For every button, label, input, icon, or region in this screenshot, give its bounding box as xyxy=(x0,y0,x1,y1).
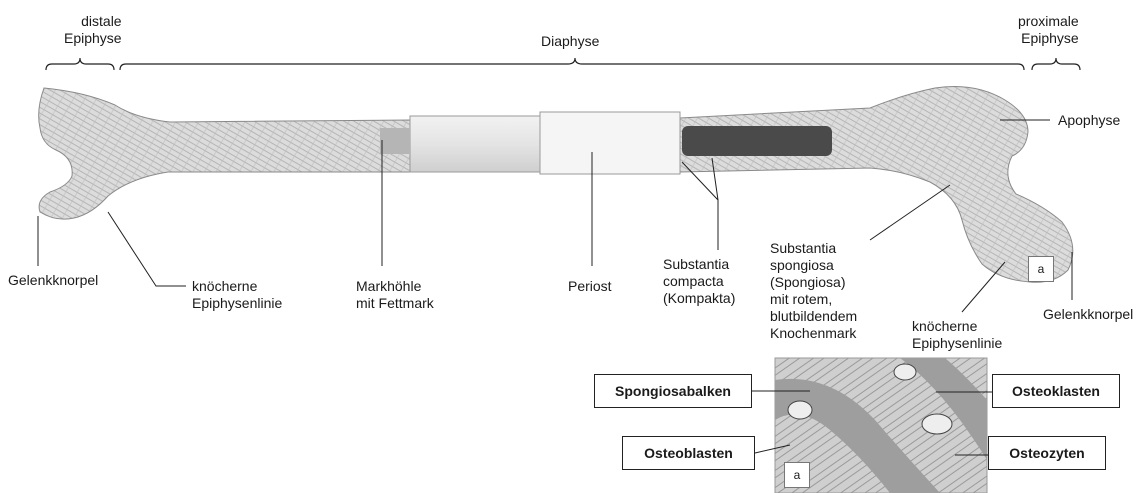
leader-epiphysenlinie-left xyxy=(108,212,186,286)
shaft-periost-a xyxy=(410,116,540,172)
inset-marker-a: a xyxy=(784,462,810,488)
leader-epiphysenlinie-right xyxy=(962,262,1005,312)
brace-distal xyxy=(46,58,114,70)
femur-outline xyxy=(39,88,410,219)
label-gelenkknorpel-right: Gelenkknorpel xyxy=(1043,306,1133,323)
label-gelenkknorpel-left: Gelenkknorpel xyxy=(8,272,98,289)
inset-osteozyt-cell xyxy=(788,401,812,419)
brace-proximal xyxy=(1032,58,1080,70)
inset-label-osteozyten: Osteozyten xyxy=(988,436,1106,470)
inset-label-osteoblasten: Osteoblasten xyxy=(622,436,755,470)
region-label-proximal: proximale Epiphyse xyxy=(1018,13,1079,47)
inset-cell-top xyxy=(894,364,916,380)
shaft-periost-b xyxy=(540,112,680,174)
detail-marker-a: a xyxy=(1028,256,1054,282)
label-apophyse: Apophyse xyxy=(1058,112,1120,129)
brace-diaphyse xyxy=(120,58,1024,70)
label-periost: Periost xyxy=(568,278,612,295)
markhoehle-cavity xyxy=(682,126,832,156)
region-label-diaphyse: Diaphyse xyxy=(541,33,599,50)
leader-spongiosa xyxy=(870,185,950,240)
label-spongiosa: Substantia spongiosa (Spongiosa) mit rot… xyxy=(770,240,857,342)
inset-label-spongiosabalken: Spongiosabalken xyxy=(594,374,752,408)
label-epiphysenlinie-left: knöcherne Epiphysenlinie xyxy=(192,278,282,312)
label-compacta: Substantia compacta (Kompakta) xyxy=(663,256,735,307)
femur-proximal xyxy=(680,87,1073,283)
label-epiphysenlinie-right: knöcherne Epiphysenlinie xyxy=(912,318,1002,352)
markhoehle-left xyxy=(380,128,410,154)
region-label-distal: distale Epiphyse xyxy=(64,13,122,47)
inset-label-osteoklasten: Osteoklasten xyxy=(992,374,1120,408)
inset-osteoklast-cell xyxy=(922,414,952,434)
region-braces xyxy=(46,58,1080,70)
label-markhoehle: Markhöhle mit Fettmark xyxy=(356,278,434,312)
